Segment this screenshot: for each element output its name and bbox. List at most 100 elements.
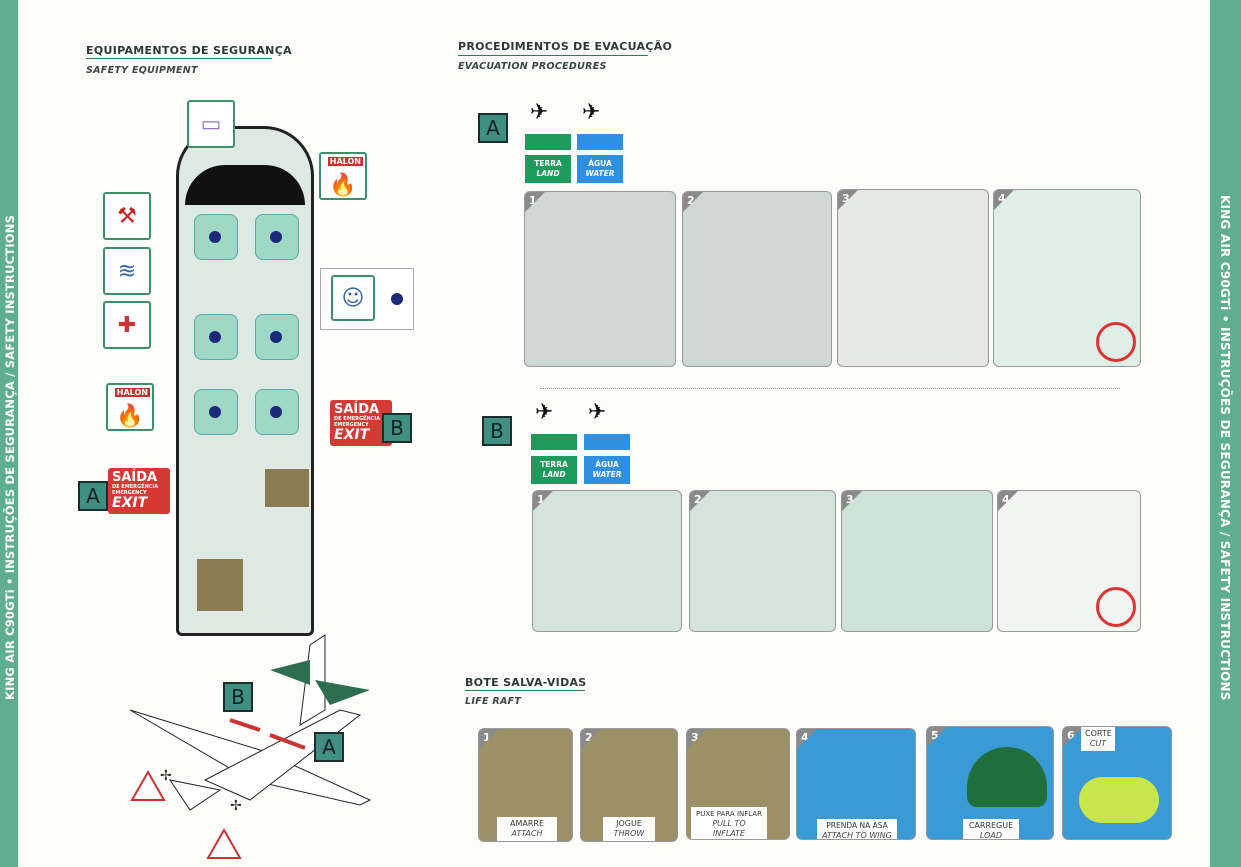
caption-pt: PRENDA NA ASA [826, 821, 888, 830]
caption-pt: JOGUE [616, 819, 642, 828]
water-en: WATER [592, 470, 622, 479]
caption-en: ATTACH [511, 829, 543, 838]
step-number: 2 [581, 729, 601, 749]
fire-extinguisher-icon: 🔥HALON [106, 383, 154, 431]
divider [458, 55, 648, 56]
seat [255, 389, 299, 435]
airplane-icon: ✈ [582, 100, 601, 125]
exit-label: EMERGENCY [112, 490, 147, 496]
step-number: 4 [797, 729, 817, 749]
flashlight-icon: ▭ [187, 100, 235, 148]
step-number: 3 [838, 190, 858, 210]
exit-b-badge: B [382, 413, 412, 443]
life-vest-icon: ☺ [331, 275, 375, 321]
step-number: 1 [479, 729, 499, 749]
life-raft-title: BOTE SALVA-VIDAS [465, 676, 587, 689]
cabin-diagram [176, 126, 314, 636]
exit-label: EXIT [334, 427, 370, 443]
evac-a-step-3: 3 [837, 189, 989, 367]
evac-b-step-2: 2 [689, 490, 836, 632]
safety-equipment-subtitle: SAFETY EQUIPMENT [86, 65, 198, 76]
caption-en: THROW [613, 829, 645, 838]
land-en: LAND [536, 169, 560, 178]
seat [194, 389, 238, 435]
airplane-icon: ✈ [588, 400, 607, 425]
raft-image [967, 747, 1047, 807]
evac-b-step-1: 1 [532, 490, 682, 632]
halon-label: HALON [114, 388, 150, 397]
exit-label: EMERGENCY [334, 422, 369, 428]
seat [255, 214, 299, 260]
evac-a-step-2: 2 [682, 191, 832, 367]
aircraft-exit-diagram: ✢✢ [129, 634, 372, 859]
evac-b-step-4: 4 [997, 490, 1141, 632]
lavatory [197, 559, 243, 611]
svg-text:✢: ✢ [230, 798, 242, 814]
seat [194, 314, 238, 360]
land-swatch [531, 434, 577, 450]
caption-pt: CARREGUE [968, 821, 1014, 830]
life-raft-subtitle: LIFE RAFT [465, 696, 522, 707]
divider [465, 690, 585, 691]
caption-en: LOAD [979, 831, 1003, 840]
left-sidebar-band [0, 0, 18, 867]
exit-label: EXIT [112, 495, 148, 511]
exit-label: DE EMERGÊNCIA [334, 416, 381, 422]
land-pt: TERRA [540, 460, 568, 469]
water-pt: ÁGUA [588, 159, 612, 168]
evac-a-step-1: 1 [524, 191, 676, 367]
safety-equipment-title: EQUIPAMENTOS DE SEGURANÇA [86, 44, 292, 57]
step-number: 6 [1063, 727, 1083, 747]
evac-a-step-4: 4 [993, 189, 1141, 367]
airplane-icon: ✈ [535, 400, 554, 425]
no-baggage-icon [1096, 322, 1136, 362]
step-number: 1 [533, 491, 553, 511]
exit-label: SAÍDA [334, 402, 380, 417]
halon-label: HALON [327, 157, 363, 166]
first-aid-icon: ✚ [103, 301, 151, 349]
life-vest-legend: ☺ [320, 268, 414, 330]
exit-label: DE EMERGÊNCIA [112, 484, 159, 490]
emergency-exit-a-sign: SAÍDA DE EMERGÊNCIA EMERGENCY EXIT [108, 468, 170, 514]
exit-a-badge: A [78, 481, 108, 511]
water-swatch [577, 134, 623, 150]
right-sidebar-text: KING AIR C90GTi • INSTRUÇÕES DE SEGURANÇ… [1218, 195, 1232, 701]
caption-en: ATTACH TO WING [822, 831, 892, 840]
step-number: 2 [683, 192, 703, 212]
evacuation-title: PROCEDIMENTOS DE EVACUAÇÃO [458, 40, 673, 53]
section-a-badge: A [478, 113, 508, 143]
seat [194, 214, 238, 260]
no-baggage-icon [1096, 587, 1136, 627]
water-en: WATER [585, 169, 615, 178]
step-number: 3 [842, 491, 862, 511]
caption-pt: PUXE PARA INFLAR [696, 810, 762, 818]
caption-en: CUT [1089, 739, 1107, 748]
life-raft-icon: ≋ [103, 247, 151, 295]
emergency-exit-b-sign: SAÍDA DE EMERGÊNCIA EMERGENCY EXIT [330, 400, 392, 446]
evacuation-subtitle: EVACUATION PROCEDURES [458, 61, 607, 72]
exit-label: SAÍDA [112, 470, 158, 485]
left-sidebar-text: KING AIR C90GTi • INSTRUÇÕES DE SEGURANÇ… [3, 214, 17, 700]
crash-axe-icon: ⚒ [103, 192, 151, 240]
seat-marker-icon [391, 293, 403, 305]
land-en: LAND [542, 470, 566, 479]
cockpit-windshield [185, 165, 305, 205]
caption-pt: CORTE [1085, 729, 1112, 738]
water-pt: ÁGUA [595, 460, 619, 469]
airplane-icon: ✈ [530, 100, 549, 125]
divider [86, 58, 272, 59]
